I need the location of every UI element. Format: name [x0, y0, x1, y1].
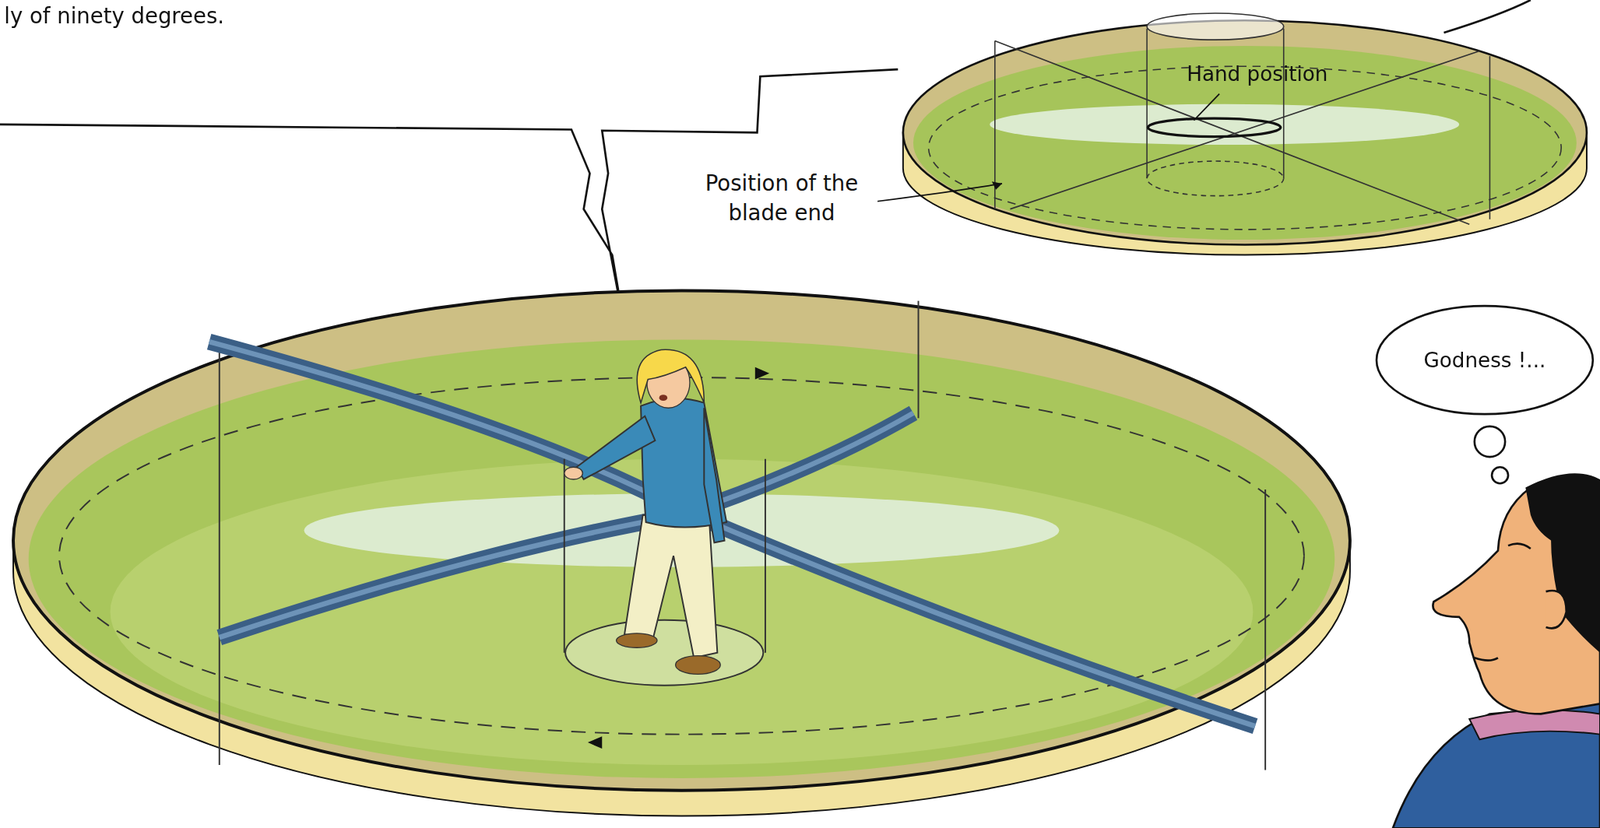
blade-end-line [1489, 56, 1491, 220]
blade-highlight [209, 341, 1256, 727]
thought-text: Godness !... [1423, 348, 1546, 373]
drum-floor [28, 339, 1336, 779]
hub-wall [1146, 28, 1148, 180]
blade [209, 341, 1256, 727]
hub-wall [1283, 28, 1285, 180]
arm [703, 407, 725, 543]
speech-bubble-outline [1443, 0, 1530, 33]
inset-drum [872, 13, 1587, 256]
hand [564, 467, 584, 480]
blade-end-line [917, 301, 920, 419]
hub-bottom [1146, 161, 1284, 197]
blade-end-line [218, 341, 221, 766]
blade-end-line [1264, 489, 1266, 771]
leader-arrow [991, 181, 1003, 190]
hub-wall [563, 459, 566, 654]
blade [219, 413, 914, 638]
hair [1525, 473, 1600, 654]
shoe [616, 633, 658, 648]
rotation-arrow [587, 736, 602, 750]
blade-highlight [219, 413, 914, 638]
eye [1508, 544, 1531, 549]
thought-dot [1491, 467, 1509, 484]
rotation-arrow [755, 367, 770, 380]
drum-rim [903, 20, 1587, 245]
arm [576, 416, 655, 480]
blade-line [1009, 51, 1480, 210]
hair [636, 349, 704, 403]
hub-top [1146, 13, 1284, 40]
drum-rim [13, 291, 1351, 792]
person [564, 349, 727, 675]
thought-dot [1474, 426, 1506, 458]
leader-line [1193, 94, 1220, 121]
bubble-ellipse [1376, 305, 1593, 415]
mouth [1474, 657, 1499, 661]
drum-floor [913, 45, 1577, 240]
bubble-content: Godness !... [1374, 304, 1595, 417]
onlooker [1392, 473, 1600, 828]
blade-sweep [989, 104, 1460, 145]
callout-label: Position of the blade end [685, 167, 878, 232]
speech-bubble-outline [0, 69, 898, 327]
mouth [659, 394, 668, 401]
thought-bubble: Godness !... [1374, 304, 1595, 417]
big-drum [13, 291, 1351, 817]
ear [1546, 590, 1567, 629]
caption-fragment: ly of ninety degrees. [3, 2, 225, 33]
hub-wall [764, 459, 767, 654]
hand-path [1147, 118, 1280, 138]
leader-line [872, 183, 1003, 203]
blade-line [995, 40, 1470, 225]
coat [1392, 703, 1600, 828]
hub-bottom [565, 620, 764, 686]
callout-label: Hand position [1186, 59, 1328, 88]
shoe [675, 656, 721, 676]
